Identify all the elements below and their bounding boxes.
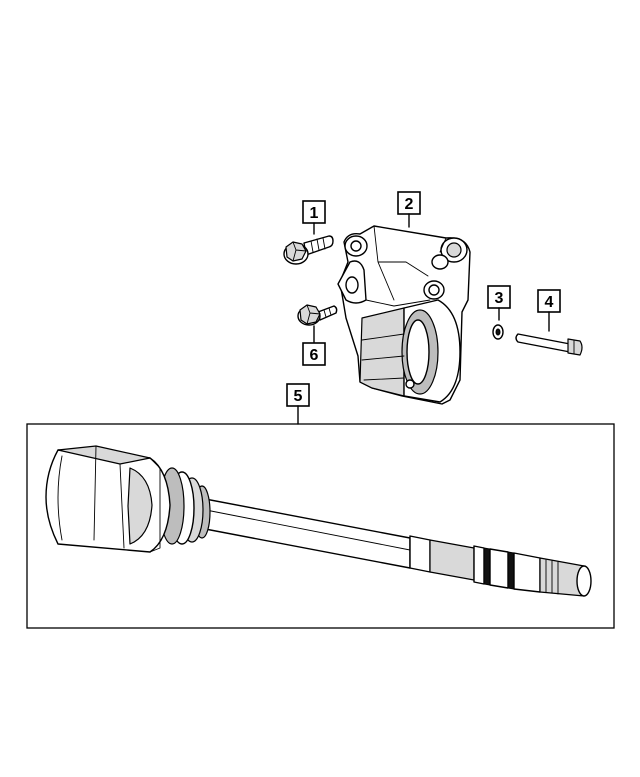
bracket-part-2[interactable] — [337, 225, 471, 405]
callout-1[interactable]: 1 — [302, 200, 326, 224]
axle-shaft-part-5[interactable] — [45, 445, 592, 597]
callout-5[interactable]: 5 — [286, 383, 310, 407]
callout-4[interactable]: 4 — [537, 289, 561, 313]
callout-3-label: 3 — [495, 290, 504, 307]
callout-2[interactable]: 2 — [397, 191, 421, 215]
callout-2-label: 2 — [405, 196, 414, 213]
bolt-part-4[interactable] — [515, 333, 583, 356]
callout-1-label: 1 — [310, 205, 319, 222]
callout-6-label: 6 — [310, 347, 319, 364]
bolt-part-1[interactable] — [283, 235, 334, 265]
small-bolt-part-6[interactable] — [297, 304, 338, 326]
callout-6[interactable]: 6 — [302, 342, 326, 366]
callout-4-label: 4 — [545, 294, 554, 311]
callout-5-label: 5 — [294, 388, 303, 405]
washer-part-3[interactable] — [492, 324, 504, 340]
callout-3[interactable]: 3 — [487, 285, 511, 309]
shaft-detail-frame — [26, 423, 615, 629]
